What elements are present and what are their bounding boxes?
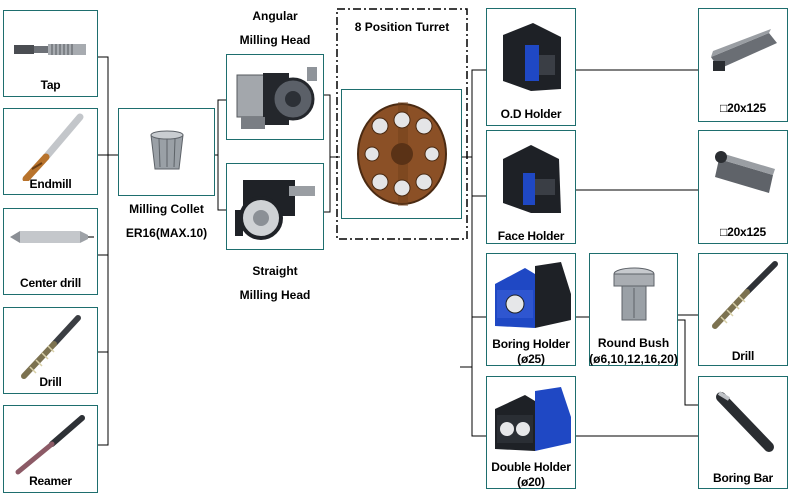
endmill-label: Endmill — [29, 177, 72, 191]
turret-title: 8 Position Turret — [354, 20, 450, 34]
od-holder-icon — [503, 23, 561, 91]
round-bush-label-1: Round Bush — [597, 336, 670, 350]
center-drill-icon — [10, 231, 94, 243]
face-holder-icon — [503, 145, 561, 213]
turret-dashed-frame — [336, 8, 468, 240]
boring-holder-icon — [495, 262, 571, 328]
boring-bar-label: Boring Bar — [712, 471, 773, 485]
turret-icon — [357, 102, 447, 206]
shank-tool-1-label: □20x125 — [720, 101, 766, 115]
double-holder-box: Double Holder (ø20) — [486, 376, 576, 489]
right-drill-icon — [712, 261, 778, 329]
shank-tool-2-box: □20x125 — [698, 130, 788, 244]
angular-head-title-1: Angular — [252, 9, 298, 23]
collet-icon — [150, 130, 184, 170]
tool-reamer: Reamer — [3, 405, 98, 493]
od-holder-box: O.D Holder — [486, 8, 576, 126]
tap-label: Tap — [40, 78, 61, 92]
round-bush-icon — [613, 267, 655, 321]
od-holder-label: O.D Holder — [500, 107, 562, 121]
collet-spec: ER16(MAX.10) — [125, 226, 208, 240]
tool-endmill: Endmill — [3, 108, 98, 195]
endmill-icon — [22, 113, 84, 181]
angular-head-icon — [236, 67, 317, 129]
round-bush-box — [589, 253, 678, 366]
straight-milling-head-box — [226, 163, 324, 250]
right-drill-box: Drill — [698, 253, 788, 366]
square-shank-icon-2 — [715, 151, 775, 193]
round-bush-label-2: (ø6,10,12,16,20) — [589, 352, 678, 366]
angular-head-title-2: Milling Head — [239, 33, 311, 47]
face-holder-label: Face Holder — [497, 229, 565, 243]
angular-milling-head-box — [226, 54, 324, 140]
milling-collet-box — [118, 108, 215, 196]
double-holder-label-1: Double Holder — [491, 460, 571, 474]
tool-drill: Drill — [3, 307, 98, 394]
boring-holder-label-1: Boring Holder — [492, 337, 570, 351]
double-holder-label-2: (ø20) — [517, 475, 545, 489]
double-holder-icon — [495, 387, 571, 451]
boring-holder-box: Boring Holder (ø25) — [486, 253, 576, 366]
straight-head-icon — [235, 180, 315, 240]
straight-head-title-1: Straight — [252, 264, 298, 278]
boring-bar-icon — [716, 391, 774, 452]
square-shank-icon-1 — [711, 29, 777, 71]
straight-head-title-2: Milling Head — [239, 288, 311, 302]
tap-icon — [14, 44, 86, 55]
face-holder-box: Face Holder — [486, 130, 576, 244]
tool-center-drill: Center drill — [3, 208, 98, 295]
reamer-label: Reamer — [29, 474, 72, 488]
drill-icon — [21, 315, 81, 379]
boring-holder-label-2: (ø25) — [517, 352, 545, 366]
right-drill-label: Drill — [731, 349, 755, 363]
shank-tool-2-label: □20x125 — [720, 225, 766, 239]
tool-tap: Tap — [3, 10, 98, 97]
center-drill-label: Center drill — [20, 276, 81, 290]
drill-label: Drill — [39, 375, 62, 389]
turret-box — [341, 89, 462, 219]
shank-tool-1-box: □20x125 — [698, 8, 788, 122]
collet-name: Milling Collet — [129, 202, 204, 216]
reamer-icon — [15, 415, 85, 475]
boring-bar-box: Boring Bar — [698, 376, 788, 489]
